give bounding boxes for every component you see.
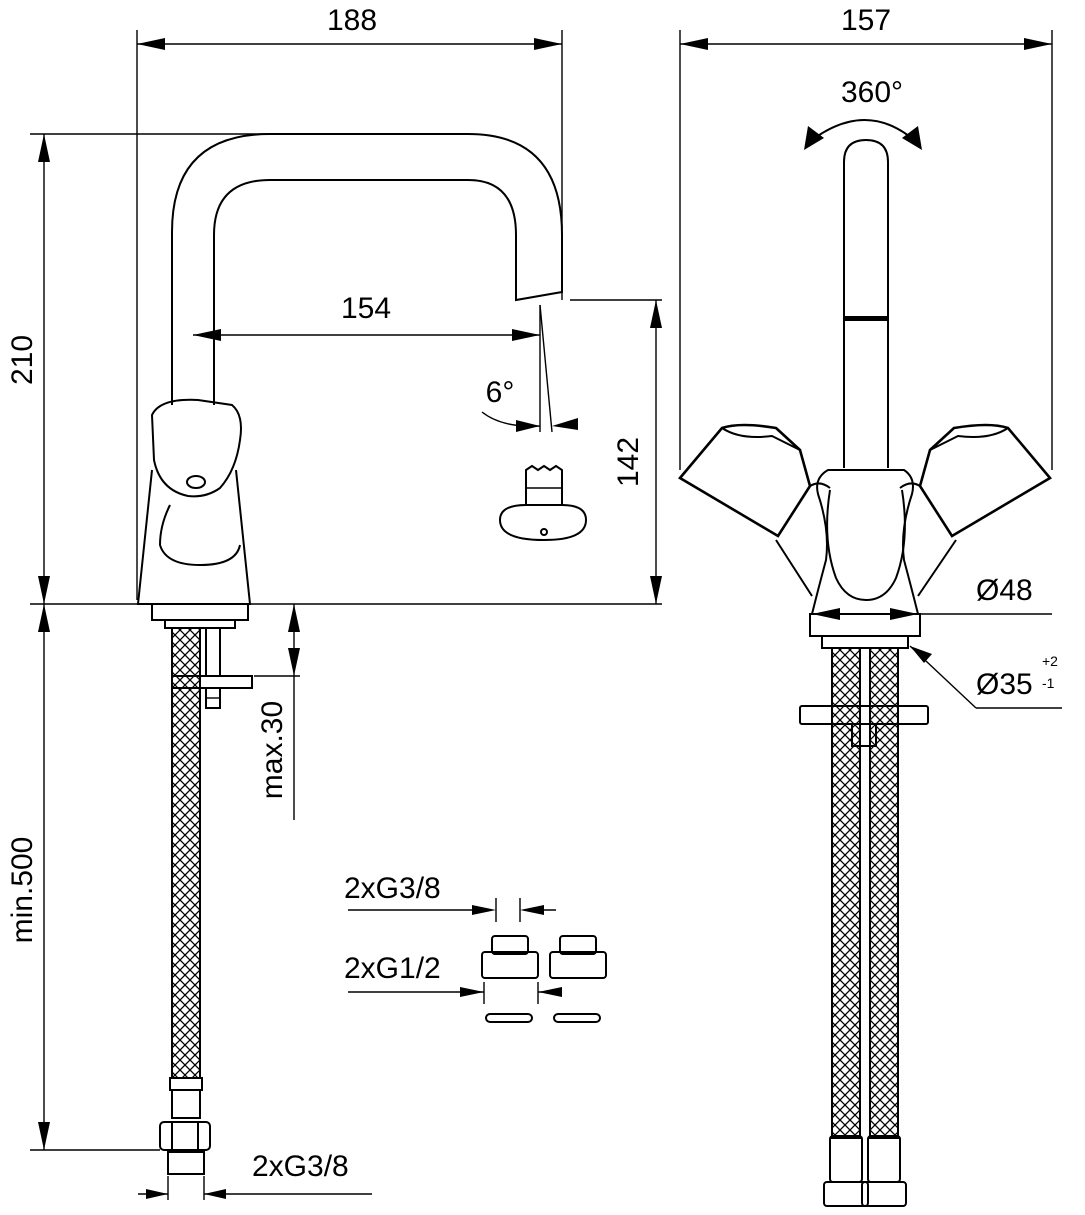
side-view: 188 210 (6, 4, 662, 1200)
label-g12: 2xG1/2 (344, 952, 441, 985)
label-188: 188 (327, 4, 377, 37)
rotation-indicator: 360° (804, 76, 922, 150)
supply-hose-side (159, 627, 211, 1175)
label-360-degrees: 360° (841, 76, 903, 109)
dimension-dia48: Ø48 (812, 574, 1052, 620)
connector-left (481, 935, 539, 1023)
handle-left (678, 423, 831, 538)
lever-handle (150, 398, 242, 567)
label-g38-top: 2xG3/8 (344, 872, 441, 905)
front-view: 157 360° (678, 4, 1062, 1207)
dimension-188: 188 (136, 4, 563, 600)
connector-detail: 2xG3/8 2xG1/2 (344, 872, 607, 1023)
mixer-body-front (775, 469, 957, 615)
label-tolerance-minus: -1 (1042, 675, 1055, 691)
base-plate (151, 603, 249, 629)
handle-right (899, 423, 1052, 538)
fixing-plate-front (799, 705, 929, 747)
base-plate-front (809, 613, 921, 649)
label-max30: max.30 (256, 701, 289, 799)
label-min500: min.500 (6, 837, 39, 944)
spout-front (843, 138, 889, 468)
cartridge-detail (498, 464, 588, 542)
label-210: 210 (6, 335, 39, 385)
label-tolerance-plus: +2 (1042, 653, 1058, 669)
label-142: 142 (612, 437, 645, 487)
connector-right (549, 935, 607, 1023)
dimension-max30: max.30 (254, 604, 300, 820)
label-6-degrees: 6° (486, 376, 515, 409)
dimension-min500: min.500 (6, 604, 160, 1151)
label-g38-bottom: 2xG3/8 (252, 1150, 349, 1183)
dimension-angle-6: 6° (481, 304, 578, 433)
label-154: 154 (341, 292, 391, 325)
dimension-connection-bottom: 2xG3/8 (138, 1150, 372, 1200)
supply-hoses-front (823, 647, 907, 1207)
dimension-142: 142 (570, 299, 662, 604)
dimension-dia35: Ø35 +2 -1 (909, 645, 1062, 709)
mixer-body (136, 469, 252, 605)
label-dia48: Ø48 (976, 574, 1033, 607)
spout-body (171, 133, 563, 405)
label-dia35: Ø35 (976, 668, 1033, 701)
fixing-rod (171, 627, 253, 709)
dimension-157: 157 (679, 4, 1053, 470)
dimension-154: 154 (193, 292, 540, 341)
dimension-210: 210 (6, 133, 270, 604)
label-157: 157 (841, 4, 891, 37)
